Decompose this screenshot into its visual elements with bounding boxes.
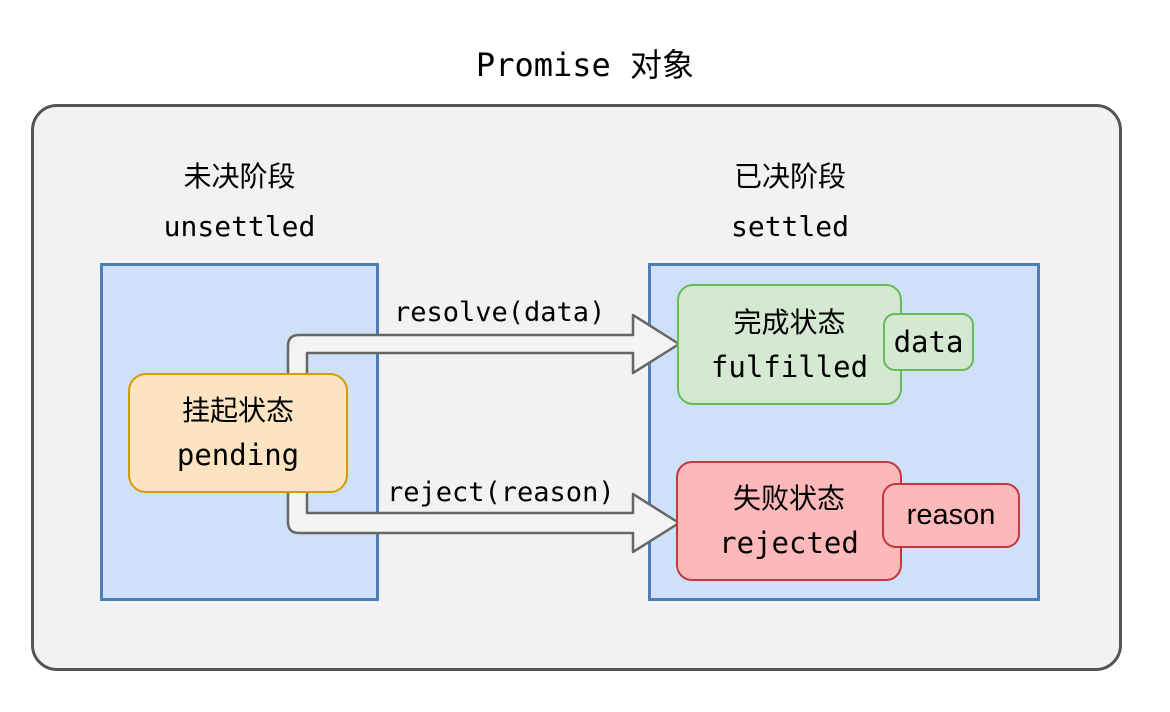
diagram-title: Promise 对象 <box>475 46 695 84</box>
fulfilled-state-label-en: fulfilled <box>710 349 869 384</box>
unsettled-stage-header: 未决阶段 unsettled <box>101 152 378 252</box>
fulfilled-state-box: 完成状态 fulfilled <box>677 284 902 405</box>
rejected-state-label-en: rejected <box>719 526 859 560</box>
rejected-state-box: 失败状态 rejected <box>676 461 902 581</box>
reject-arrow-label: reject(reason) <box>387 477 615 508</box>
pending-state-label-zh: 挂起状态 <box>181 394 294 427</box>
settled-stage-label-en: settled <box>730 210 849 243</box>
fulfilled-state-label-zh: 完成状态 <box>733 305 846 339</box>
pending-state-label-en: pending <box>176 438 300 472</box>
reason-value-tag: reason <box>882 483 1020 548</box>
pending-state-box: 挂起状态 pending <box>128 373 348 493</box>
data-value-tag: data <box>883 313 974 371</box>
rejected-state-label-zh: 失败状态 <box>732 482 845 515</box>
unsettled-stage-label-zh: 未决阶段 <box>183 160 296 193</box>
settled-stage-header: 已决阶段 settled <box>649 152 931 252</box>
resolve-arrow-label: resolve(data) <box>394 297 606 328</box>
settled-stage-label-zh: 已决阶段 <box>733 160 846 193</box>
unsettled-stage-label-en: unsettled <box>163 210 316 243</box>
